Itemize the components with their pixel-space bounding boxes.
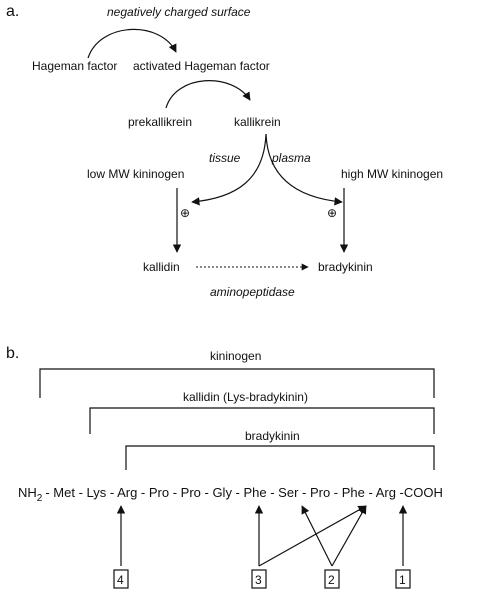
- sequence-text: - Met - Lys - Arg - Pro - Pro - Gly - Ph…: [45, 485, 443, 500]
- cleavage-arrow-2b: [331, 505, 367, 567]
- plus-icon: ⊕: [180, 206, 190, 220]
- bradykinin-bracket: [125, 445, 435, 470]
- kininogen-bracket: [39, 368, 435, 398]
- site-number-3: 3: [255, 573, 262, 587]
- kallikrein: kallikrein: [234, 115, 281, 129]
- cleavage-arrow-2a: [301, 505, 333, 567]
- peptide-sequence: NH2- Met - Lys - Arg - Pro - Pro - Gly -…: [18, 485, 443, 504]
- high-mw-kininogen: high MW kininogen: [341, 167, 443, 181]
- kallidin-bracket: [89, 407, 435, 434]
- activated-hageman-factor: activated Hageman factor: [133, 59, 270, 73]
- hageman-factor: Hageman factor: [32, 59, 117, 73]
- tissue-arrow: [191, 133, 267, 206]
- kallidin-full-label: kallidin (Lys-bradykinin): [183, 390, 308, 404]
- panel-a-label: a.: [6, 3, 19, 20]
- site-box-1: [395, 569, 411, 589]
- site-number-4: 4: [117, 573, 124, 587]
- plasma-arrow: [265, 133, 343, 206]
- site-box-4: [113, 569, 129, 589]
- kallidin: kallidin: [143, 260, 180, 274]
- nh-subscript: 2: [37, 493, 43, 504]
- site-number-1: 1: [399, 573, 406, 587]
- site-box-3: [251, 569, 267, 589]
- panel-b-label: b.: [6, 345, 19, 362]
- bradykinin: bradykinin: [318, 260, 373, 274]
- prekallikrein: prekallikrein: [128, 115, 192, 129]
- plus-icon: ⊕: [327, 206, 337, 220]
- plasma-label: plasma: [271, 151, 311, 165]
- kininogen-label: kininogen: [210, 349, 261, 363]
- tissue-label: tissue: [209, 151, 241, 165]
- site-number-2: 2: [328, 573, 335, 587]
- surface-label: negatively charged surface: [107, 5, 251, 19]
- low-mw-kininogen: low MW kininogen: [87, 167, 184, 181]
- site-box-2: [324, 569, 340, 589]
- aminopeptidase-label: aminopeptidase: [210, 285, 295, 299]
- prekallikrein-arrow: [165, 80, 251, 109]
- nh-label: NH: [18, 485, 37, 500]
- cleavage-arrow-3b: [258, 505, 367, 567]
- bradykinin-label: bradykinin: [245, 429, 300, 443]
- activation-arrow: [87, 28, 177, 59]
